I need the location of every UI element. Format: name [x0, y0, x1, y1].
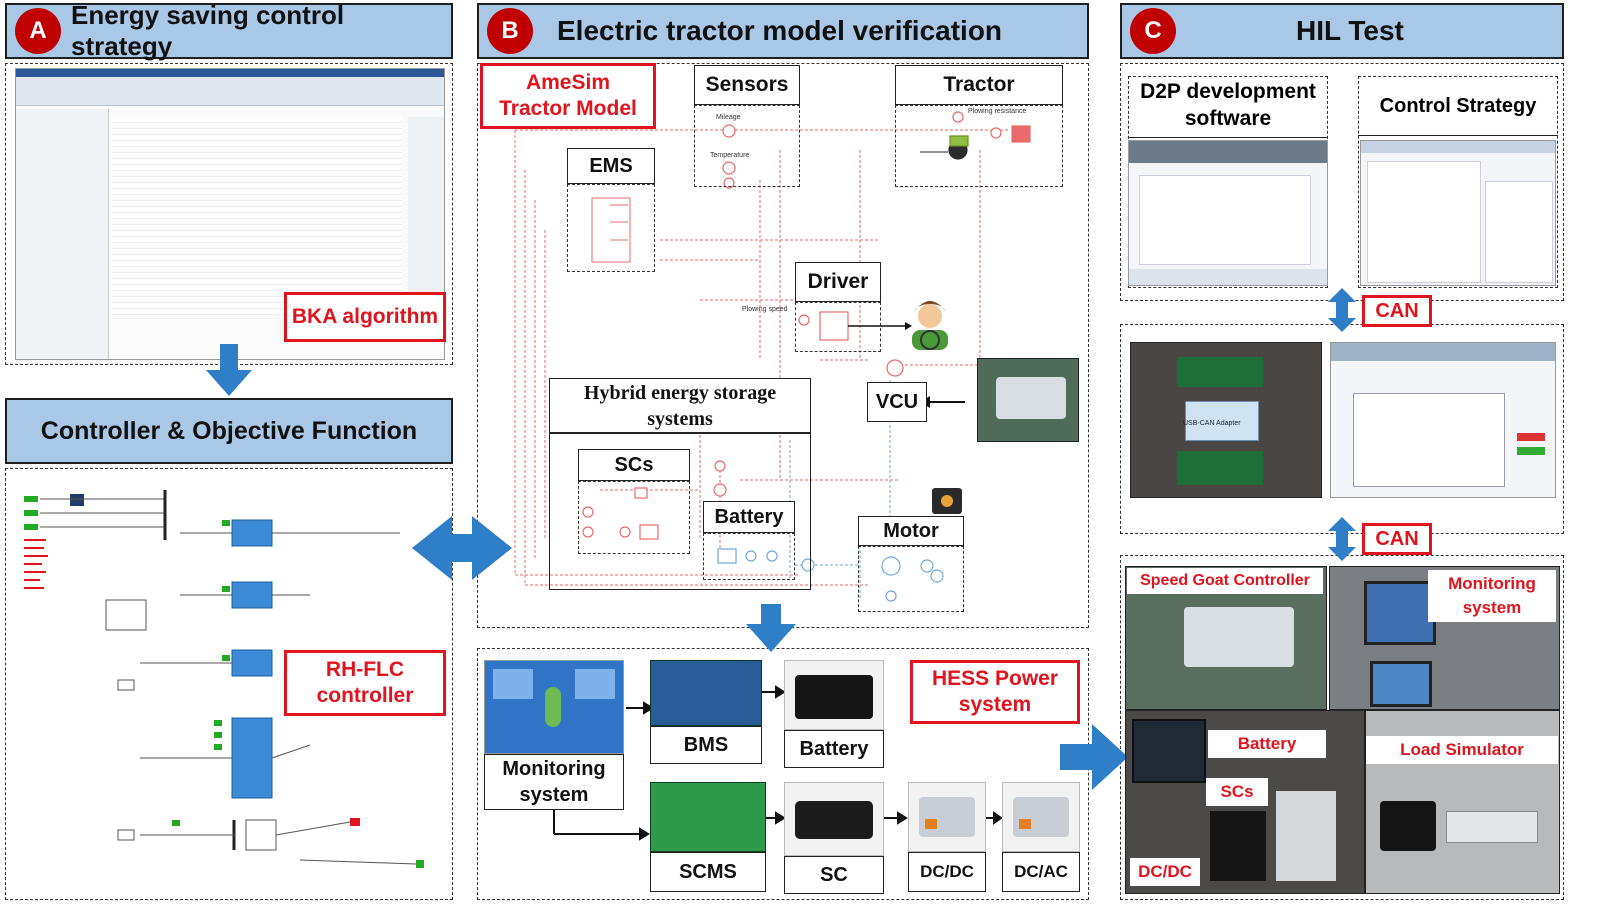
monitoring-system-label: Monitoring system — [484, 754, 624, 810]
scs-tag: SCs — [1206, 778, 1268, 806]
control-strategy-screen — [1360, 140, 1556, 286]
motor-label: Motor — [858, 516, 964, 546]
dcac-photo — [1002, 782, 1080, 852]
hess-flow-arrows — [553, 685, 1003, 841]
sensor-symbols — [722, 124, 736, 189]
hess-symbols — [582, 460, 727, 540]
controller-title: Controller & Objective Function — [40, 416, 418, 445]
amesim-model-label: AmeSim Tractor Model — [480, 63, 656, 129]
scs-region — [578, 481, 690, 554]
vcu-controller-photo — [977, 358, 1079, 442]
driver-block — [798, 311, 912, 377]
battery-pack-label: Battery — [784, 730, 884, 768]
panel-c-header: C HIL Test — [1120, 3, 1564, 59]
matlab-screenshot — [15, 68, 445, 360]
scs-label: SCs — [578, 449, 690, 481]
dcdc-photo — [908, 782, 986, 852]
can-label-1: CAN — [1362, 295, 1432, 327]
driver-figure — [912, 301, 948, 350]
sc-photo — [784, 782, 884, 856]
flow-arrow-b-down — [746, 604, 796, 652]
panel-a-badge: A — [15, 8, 61, 54]
panel-c-badge: C — [1130, 8, 1176, 54]
monitoring-screen-photo — [484, 660, 624, 754]
can-arrow-2 — [1328, 517, 1356, 561]
tractor-symbols — [920, 111, 1031, 160]
scms-label: SCMS — [650, 852, 766, 892]
hess-region — [549, 434, 811, 590]
tractor-region — [895, 105, 1063, 187]
battery-tag: Battery — [1208, 730, 1326, 758]
battery-pack-photo — [784, 660, 884, 730]
controller-header: Controller & Objective Function — [5, 398, 453, 464]
can-arrow-1 — [1328, 288, 1356, 332]
sensors-region — [694, 105, 800, 187]
ems-label: EMS — [567, 148, 655, 184]
motor-photo — [932, 488, 962, 514]
plowing-resistance-text: Plowing resistance — [968, 108, 1027, 115]
motor-symbols — [881, 556, 944, 602]
bms-label: BMS — [650, 726, 762, 764]
sc-label: SC — [784, 856, 884, 894]
simulink-frame — [5, 468, 453, 900]
bka-algorithm-label: BKA algorithm — [284, 292, 446, 342]
control-strategy-box — [1358, 76, 1558, 288]
hess-title: Hybrid energy storage systems — [549, 378, 811, 434]
panel-b-header: B Electric tractor model verification — [477, 3, 1089, 59]
dcdc-label: DC/DC — [908, 852, 986, 892]
dcac-label: DC/AC — [1002, 852, 1080, 892]
scms-photo — [650, 782, 766, 852]
ems-region — [567, 184, 655, 272]
panel-b-title: Electric tractor model verification — [557, 15, 1003, 46]
amesim-wiring — [514, 129, 1010, 586]
sensors-label: Sensors — [694, 65, 800, 105]
d2p-label: D2P development software — [1128, 78, 1328, 138]
panel-a-title: Energy saving control strategy — [71, 0, 345, 61]
plowing-speed-text: Plowing speed — [742, 306, 788, 313]
mileage-text: Mileage — [716, 114, 741, 121]
flow-arrow-b-c — [1060, 724, 1128, 790]
hess-power-label: HESS Power system — [910, 660, 1080, 724]
ems-block — [591, 197, 631, 263]
tractor-label: Tractor — [895, 65, 1063, 105]
panel-c-title: HIL Test — [1296, 15, 1404, 46]
simulink-model — [24, 490, 424, 868]
dcdc-tag: DC/DC — [1130, 858, 1200, 886]
d2p-software-screen — [1128, 140, 1328, 286]
temperature-text: Temperature — [710, 152, 750, 159]
control-strategy-label: Control Strategy — [1358, 78, 1558, 136]
driver-label: Driver — [795, 262, 881, 302]
panel-a-header: A Energy saving control strategy — [5, 0, 453, 61]
battery-symbols — [717, 548, 815, 572]
speed-goat-label: Speed Goat Controller — [1127, 568, 1323, 594]
usb-can-adapter-text: USB-CAN Adapter — [1183, 420, 1241, 427]
battery-label: Battery — [703, 501, 795, 533]
motor-region — [858, 546, 964, 612]
driver-region — [795, 302, 881, 352]
usb-can-adapter-photo — [1130, 342, 1322, 498]
vcu-label: VCU — [867, 382, 927, 422]
battery-region — [703, 533, 795, 580]
can-monitor-screen — [1330, 342, 1556, 498]
bms-photo — [650, 660, 762, 726]
hess-power-frame — [477, 648, 1089, 900]
rh-flc-label: RH-FLC controller — [284, 650, 446, 716]
flow-arrow-a-down — [206, 344, 252, 396]
panel-b-badge: B — [487, 8, 533, 54]
monitoring-label: Monitoring system — [1428, 570, 1556, 622]
flow-arrow-a-b-double — [412, 516, 512, 580]
can-label-2: CAN — [1362, 523, 1432, 555]
load-simulator-label: Load Simulator — [1366, 736, 1558, 764]
